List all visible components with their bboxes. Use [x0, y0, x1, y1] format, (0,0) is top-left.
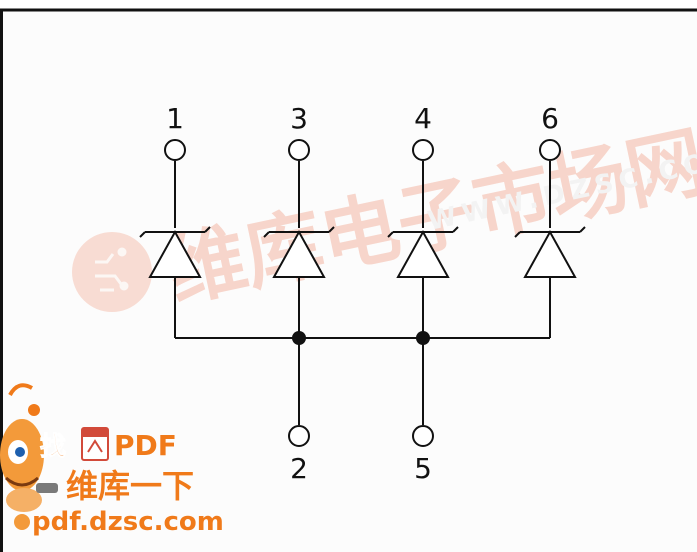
zener-diode — [139, 226, 211, 278]
badge-url-link[interactable]: pdf.dzsc.com — [32, 507, 224, 537]
zener-diode — [263, 226, 335, 278]
pin-label-1: 1 — [166, 102, 184, 135]
pin-label-6: 6 — [541, 102, 559, 135]
pin-label-5: 5 — [414, 452, 432, 485]
pdf-document-icon — [81, 427, 109, 461]
badge-find-text: 找 — [40, 432, 66, 462]
junction-dot — [292, 331, 306, 345]
pin-terminal-5 — [412, 425, 434, 447]
pin-label-3: 3 — [290, 102, 308, 135]
pin-terminal-1 — [164, 139, 186, 161]
pin-terminal-4 — [412, 139, 434, 161]
mascot-icon — [0, 383, 58, 530]
badge-pdf-text: PDF — [114, 429, 177, 462]
watermark-logo-icon — [72, 232, 152, 312]
wires — [174, 161, 551, 425]
pin-terminal-2 — [288, 425, 310, 447]
badge-search-text: 维库一下 — [66, 467, 194, 505]
zener-diode — [387, 226, 459, 278]
pin-terminal-6 — [539, 139, 561, 161]
pin-label-4: 4 — [414, 102, 432, 135]
pin-label-2: 2 — [290, 452, 308, 485]
zener-diode — [514, 226, 586, 278]
pdf-search-badge[interactable]: 找 PDF 维库一下 pdf.dzsc.com — [0, 383, 224, 537]
pin-terminal-3 — [288, 139, 310, 161]
junction-dot — [416, 331, 430, 345]
